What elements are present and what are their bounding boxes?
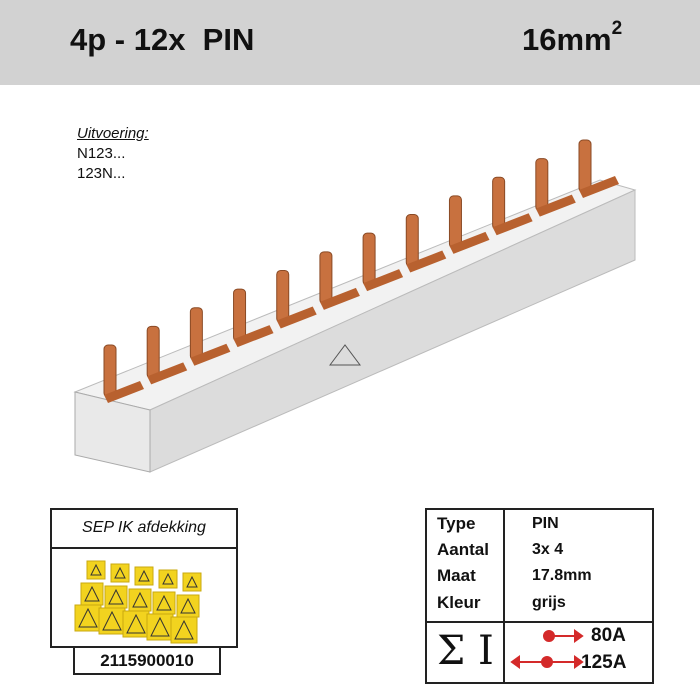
feed-center-icon (541, 656, 553, 668)
current-symbol: Σ I (437, 628, 494, 674)
pins (103, 139, 619, 403)
copper-pin (189, 307, 203, 361)
spec-value: 17.8mm (532, 567, 592, 584)
accessory-code: 2115900010 (73, 646, 221, 675)
copper-pin-foot (535, 194, 576, 217)
warning-icon (186, 575, 198, 588)
copper-pin (276, 269, 290, 323)
copper-pin (319, 251, 333, 305)
variants-heading: Uitvoering: (77, 125, 149, 142)
copper-pin (362, 232, 376, 286)
spec-table: Type Aantal Maat Kleur PIN 3x 4 17.8mm g… (425, 508, 654, 684)
variant-item: 123N... (77, 165, 126, 182)
feed-arrows (510, 629, 584, 669)
spec-label: Aantal (437, 540, 489, 559)
spec-value: 3x 4 (532, 541, 564, 558)
cross-section: 16mm2 (522, 18, 622, 58)
copper-pin (578, 139, 592, 193)
warning-icon (156, 594, 172, 611)
cover-cap (134, 566, 154, 586)
variants: Uitvoering: N123... 123N... (77, 124, 149, 184)
spec-value: grijs (532, 594, 566, 611)
copper-pin-foot (147, 362, 188, 385)
copper-pin-foot (319, 287, 360, 310)
feed-end-icon (543, 630, 555, 642)
warning-icon (108, 588, 124, 605)
spec-label: Type (437, 514, 476, 533)
copper-pin (448, 195, 462, 249)
warning-icon (138, 569, 150, 582)
copper-pin-foot (363, 269, 404, 292)
copper-pin-foot (579, 176, 619, 198)
copper-pin (233, 288, 247, 342)
spec-label: Maat (437, 566, 476, 585)
accessory-image (74, 560, 202, 644)
copper-pin-foot (276, 306, 317, 329)
warning-icon (180, 597, 196, 614)
current-125a: 125A (581, 652, 627, 673)
cross-section-value: 16mm (522, 22, 612, 57)
copper-pin-foot (104, 381, 144, 403)
cover-cap (158, 569, 178, 589)
variant-item: N123... (77, 145, 126, 162)
busbar-front (149, 189, 636, 473)
header-band: 4p - 12x PIN 16mm2 (0, 0, 700, 85)
warning-icon (90, 563, 102, 576)
cover-cap (110, 563, 130, 583)
copper-pin (103, 344, 117, 398)
copper-pin-foot (492, 213, 533, 236)
spec-label: Kleur (437, 593, 481, 612)
current-80a: 80A (591, 625, 626, 646)
warning-icon (84, 585, 100, 602)
warning-icon (102, 610, 122, 631)
copper-pin (405, 214, 419, 268)
copper-pin (535, 158, 549, 212)
cross-section-sup: 2 (611, 18, 623, 39)
copper-pin (492, 176, 506, 230)
warning-icon (329, 344, 361, 366)
warning-icon (132, 591, 148, 608)
copper-pin-foot (449, 231, 490, 254)
copper-pin (146, 325, 160, 379)
spec-value: PIN (532, 515, 559, 532)
copper-pin-foot (190, 343, 231, 366)
cover-cap (182, 572, 202, 592)
warning-icon (114, 566, 126, 579)
warning-icon (174, 619, 194, 640)
cover-cap (86, 560, 106, 580)
product-title: 4p - 12x PIN (70, 22, 255, 57)
busbar-end (74, 391, 151, 473)
warning-icon (162, 572, 174, 585)
warning-icon (126, 613, 146, 634)
warning-icon (150, 616, 170, 637)
copper-pin-foot (406, 250, 447, 273)
accessory-title: SEP IK afdekking (52, 510, 236, 549)
accessory-box: SEP IK afdekking (50, 508, 238, 648)
warning-icon (78, 607, 98, 628)
copper-pin-foot (233, 325, 274, 348)
